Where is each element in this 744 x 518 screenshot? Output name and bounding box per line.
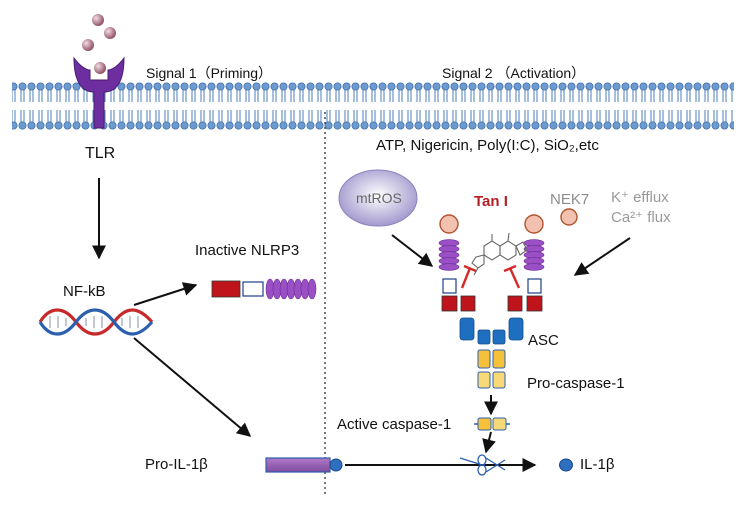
arrow-caspase-to-cleavage bbox=[482, 431, 496, 454]
pro-il1b-label: Pro-IL-1β bbox=[145, 456, 208, 473]
nek7-free bbox=[560, 208, 578, 226]
active-caspase-blocks bbox=[474, 417, 510, 431]
cell-membrane bbox=[12, 82, 734, 130]
nek7-label: NEK7 bbox=[550, 191, 590, 208]
stimuli-label: ATP, Nigericin, Poly(I:C), SiO₂,etc bbox=[376, 137, 599, 154]
k-efflux-label: K⁺ efflux bbox=[611, 189, 669, 206]
nlrp3-left bbox=[438, 239, 460, 312]
dna-helix bbox=[38, 308, 154, 336]
arrow-efflux-to-nlrp3 bbox=[573, 237, 631, 276]
scissors-icon bbox=[459, 454, 506, 476]
ligand-balls bbox=[82, 14, 116, 74]
il1b-dot bbox=[559, 458, 573, 472]
nek7-left bbox=[439, 214, 459, 234]
asc-label: ASC bbox=[528, 332, 559, 349]
inactive-nlrp3-protein bbox=[211, 278, 317, 300]
il1b-label: IL-1β bbox=[580, 456, 615, 473]
nek7-right bbox=[524, 214, 544, 234]
asc-pyd-right bbox=[507, 295, 523, 312]
pro-caspase-blocks bbox=[477, 349, 506, 389]
mtros-bubble bbox=[338, 169, 418, 227]
signal1-label: Signal 1（Priming） bbox=[146, 65, 273, 81]
ca-flux-label: Ca²⁺ flux bbox=[611, 209, 671, 226]
arrow-nfkb-to-nlrp3 bbox=[133, 282, 198, 306]
active-caspase-label: Active caspase-1 bbox=[337, 416, 452, 433]
arrow-dna-to-pro-il1b bbox=[133, 337, 252, 437]
nlrp3-right bbox=[523, 239, 545, 312]
tlr-label: TLR bbox=[85, 145, 116, 162]
arrow-mtros-to-nlrp3 bbox=[391, 234, 434, 267]
pro-il1b-protein bbox=[265, 457, 343, 473]
asc-pyd-left bbox=[460, 295, 476, 312]
tan-inhibition-left bbox=[460, 264, 477, 289]
tan-i-molecule bbox=[471, 232, 528, 276]
tan-inhibition-right bbox=[503, 264, 521, 289]
asc-card-blocks bbox=[459, 317, 524, 345]
nfkb-label: NF-kB bbox=[63, 283, 106, 300]
tan-i-label: Tan I bbox=[474, 193, 508, 210]
inactive-nlrp3-label: Inactive NLRP3 bbox=[195, 242, 300, 259]
pro-caspase-label: Pro-caspase-1 bbox=[527, 375, 625, 392]
signal2-label: Signal 2 （Activation） bbox=[442, 65, 586, 81]
mtros-label: mtROS bbox=[356, 190, 402, 206]
tlr-receptor bbox=[73, 56, 125, 129]
